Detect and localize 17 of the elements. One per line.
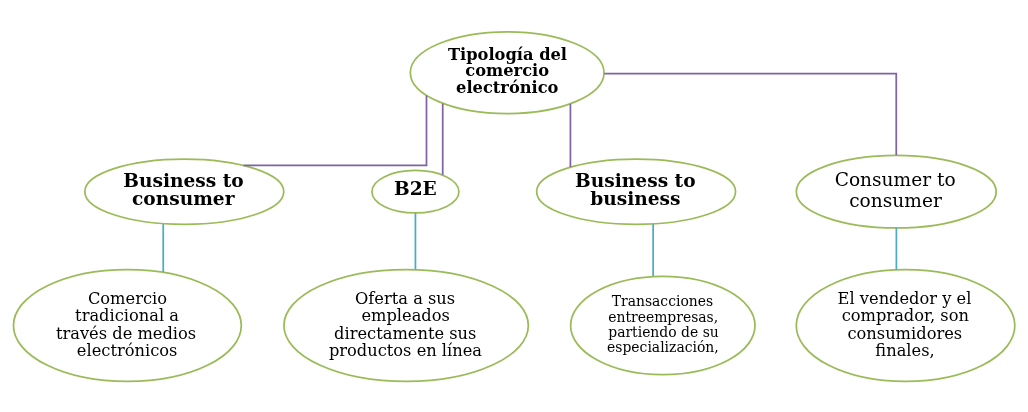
node-ellipse: B2E xyxy=(371,169,460,214)
node-ellipse: Consumer to consumer xyxy=(795,154,998,229)
connector xyxy=(414,211,417,270)
connector xyxy=(652,222,654,277)
node-ellipse: Tipología del comercio electrónico xyxy=(409,30,605,114)
connector xyxy=(162,222,165,273)
node-ellipse: El vendedor y el comprador, son consumidores finales, xyxy=(795,268,1016,382)
connector xyxy=(242,94,428,166)
connector xyxy=(441,102,444,176)
connector xyxy=(603,72,898,156)
node-ellipse: Business to business xyxy=(535,157,737,225)
connector xyxy=(895,226,898,270)
node-ellipse: Transacciones entreempresas, partiendo de su especialización, xyxy=(569,274,756,376)
node-ellipse: Business to consumer xyxy=(84,157,285,225)
node-ellipse: Oferta a sus empleados directamente sus productos en línea xyxy=(283,268,530,382)
connector xyxy=(569,102,572,168)
node-ellipse: Comercio tradicional a través de medios electrónicos xyxy=(12,268,243,382)
